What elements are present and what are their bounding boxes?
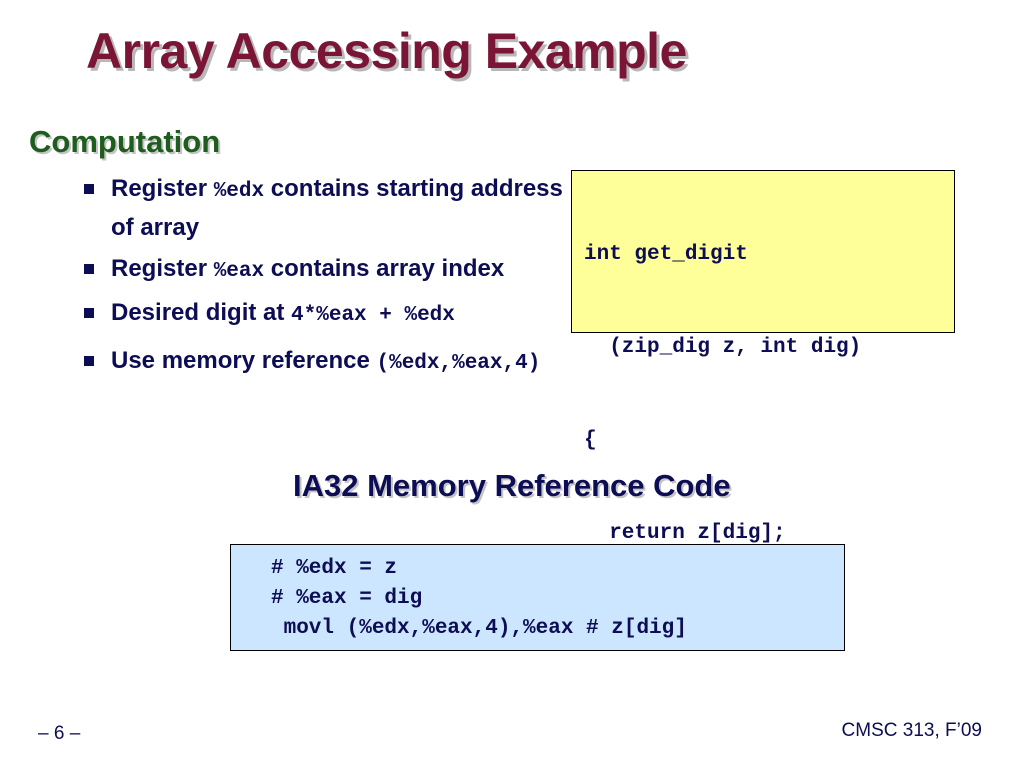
asm-code-box: # %edx = z # %eax = dig movl (%edx,%eax,… <box>230 544 845 651</box>
code-line: int get_digit <box>584 243 748 266</box>
code-line: movl (%edx,%eax,4),%eax # z[dig] <box>271 617 687 640</box>
bullet-item: Use memory reference (%edx,%eax,4) <box>84 343 564 382</box>
page-number: – 6 – <box>38 723 81 744</box>
bullet-text: Register <box>111 175 214 202</box>
asm-heading: IA32 Memory Reference Code <box>293 468 731 503</box>
bullet-text: Use memory reference <box>111 347 377 374</box>
bullet-item: Register %eax contains array index <box>84 251 564 290</box>
bullet-square-icon <box>84 264 94 274</box>
code-line: # %eax = dig <box>271 587 423 610</box>
bullet-square-icon <box>84 308 94 318</box>
bullet-text: contains starting address of array <box>111 175 563 241</box>
code-line: (zip_dig z, int dig) <box>584 336 862 359</box>
code-line: # %edx = z <box>271 557 398 580</box>
bullet-square-icon <box>84 184 94 194</box>
bullet-square-icon <box>84 356 94 366</box>
course-label: CMSC 313, F’09 <box>841 720 982 741</box>
section-heading: Computation <box>29 124 221 159</box>
bullet-item: Desired digit at 4*%eax + %edx <box>84 295 564 334</box>
bullet-code: (%edx,%eax,4) <box>376 352 541 375</box>
bullet-text: Desired digit at <box>111 299 292 326</box>
code-line: return z[dig]; <box>584 522 786 545</box>
code-line: { <box>584 429 597 452</box>
bullet-code: 4*%eax + %edx <box>291 304 455 327</box>
bullet-text: Register <box>111 255 214 282</box>
bullet-code: %eax <box>213 260 265 283</box>
bullet-list: Register %edx contains starting address … <box>84 171 564 387</box>
bullet-text: contains array index <box>264 255 505 282</box>
bullet-item: Register %edx contains starting address … <box>84 171 564 246</box>
bullet-code: %edx <box>213 180 265 203</box>
slide-title: Array Accessing Example <box>86 23 687 79</box>
c-code-box: int get_digit (zip_dig z, int dig) { ret… <box>571 170 955 638</box>
